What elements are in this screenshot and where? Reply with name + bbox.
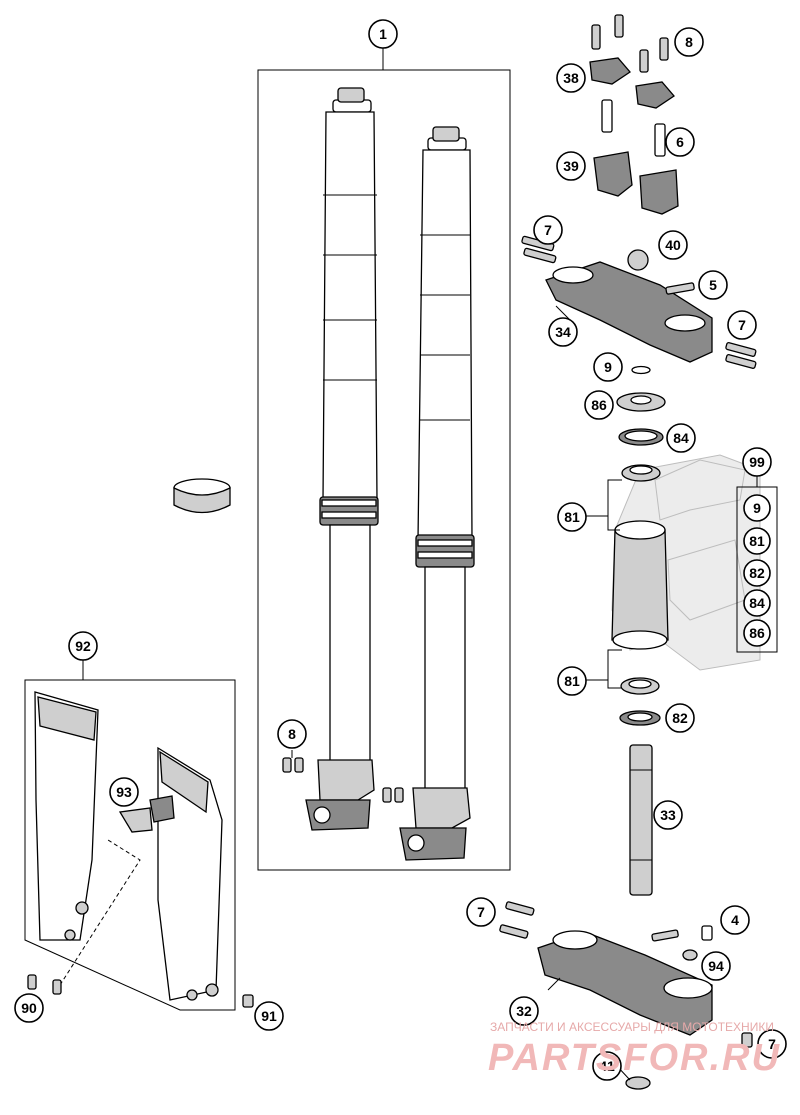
callout-99: 99 bbox=[742, 447, 772, 477]
callout-9: 9 bbox=[593, 352, 623, 382]
svg-text:8: 8 bbox=[685, 34, 693, 50]
callout-7-upper-left: 7 bbox=[533, 215, 563, 245]
svg-text:81: 81 bbox=[564, 673, 580, 689]
svg-text:82: 82 bbox=[749, 565, 765, 581]
handlebar-clamp-bolts bbox=[591, 14, 669, 157]
fork-guard-left bbox=[34, 691, 99, 941]
callout-7-upper-right: 7 bbox=[727, 310, 757, 340]
callout-8-fork: 8 bbox=[277, 719, 307, 749]
svg-text:92: 92 bbox=[75, 638, 91, 654]
callout-6: 6 bbox=[665, 127, 695, 157]
fork-guard-box bbox=[24, 660, 236, 1011]
svg-text:39: 39 bbox=[563, 158, 579, 174]
bearing-leader-lines bbox=[586, 479, 622, 689]
svg-text:99: 99 bbox=[749, 454, 765, 470]
svg-text:82: 82 bbox=[672, 710, 688, 726]
axle-clamp-bolts bbox=[282, 750, 404, 803]
svg-text:90: 90 bbox=[21, 1000, 37, 1016]
svg-text:7: 7 bbox=[477, 904, 485, 920]
guard-leader-lines bbox=[59, 839, 141, 986]
svg-text:33: 33 bbox=[660, 807, 676, 823]
callout-1: 1 bbox=[368, 19, 398, 49]
callout-41: 41 bbox=[592, 1051, 622, 1081]
svg-text:7: 7 bbox=[738, 317, 746, 333]
upper-triple-clamp bbox=[521, 235, 757, 369]
kit-item-82: 82 bbox=[743, 559, 771, 587]
callout-5: 5 bbox=[698, 270, 728, 300]
kit-item-84: 84 bbox=[743, 589, 771, 617]
callout-93: 93 bbox=[109, 777, 139, 807]
svg-text:34: 34 bbox=[555, 324, 571, 340]
svg-text:94: 94 bbox=[708, 958, 724, 974]
svg-text:32: 32 bbox=[516, 1003, 532, 1019]
kit-item-86: 86 bbox=[743, 619, 771, 647]
svg-text:1: 1 bbox=[379, 26, 387, 42]
callout-32: 32 bbox=[509, 996, 539, 1026]
svg-text:7: 7 bbox=[544, 222, 552, 238]
callout-81-lower: 81 bbox=[557, 666, 587, 696]
svg-text:40: 40 bbox=[665, 237, 681, 253]
callout-94: 94 bbox=[701, 951, 731, 981]
svg-text:38: 38 bbox=[563, 70, 579, 86]
lower-triple-clamp bbox=[499, 901, 753, 1090]
handlebar-clamp-lower bbox=[593, 151, 679, 215]
callout-81-upper: 81 bbox=[557, 502, 587, 532]
right-fork-leg bbox=[399, 126, 475, 861]
svg-text:81: 81 bbox=[749, 533, 765, 549]
fork-guide-ring bbox=[173, 478, 231, 514]
fork-leader-lines bbox=[257, 48, 511, 871]
svg-text:84: 84 bbox=[749, 595, 765, 611]
callout-7-lower-left: 7 bbox=[466, 897, 496, 927]
callout-90: 90 bbox=[14, 993, 44, 1023]
svg-text:41: 41 bbox=[599, 1058, 615, 1074]
watermark-tagline: ЗАПЧАСТИ И АКСЕССУАРЫ ДЛЯ МОТОТЕХНИКИ bbox=[490, 1020, 774, 1034]
svg-text:84: 84 bbox=[673, 430, 689, 446]
svg-text:93: 93 bbox=[116, 784, 132, 800]
svg-text:9: 9 bbox=[604, 359, 612, 375]
kit-item-9: 9 bbox=[743, 494, 771, 522]
callout-4: 4 bbox=[720, 905, 750, 935]
kit-item-81: 81 bbox=[743, 527, 771, 555]
callout-8-top: 8 bbox=[674, 27, 704, 57]
svg-text:4: 4 bbox=[731, 912, 739, 928]
svg-text:5: 5 bbox=[709, 277, 717, 293]
svg-text:6: 6 bbox=[676, 134, 684, 150]
watermark-logo-text: PARTSFOR.RU bbox=[488, 1037, 781, 1079]
callout-86: 86 bbox=[584, 390, 614, 420]
guard-bracket bbox=[118, 795, 175, 833]
callout-92: 92 bbox=[68, 631, 98, 661]
guard-bolts bbox=[27, 974, 254, 1008]
callout-40: 40 bbox=[658, 230, 688, 260]
svg-text:86: 86 bbox=[591, 397, 607, 413]
callout-7-lower-right: 7 bbox=[757, 1029, 787, 1059]
callout-84: 84 bbox=[666, 423, 696, 453]
svg-text:91: 91 bbox=[261, 1008, 277, 1024]
callout-38: 38 bbox=[556, 63, 586, 93]
lower-bearing-stack bbox=[619, 677, 661, 726]
handlebar-clamp-upper bbox=[589, 57, 675, 109]
svg-text:7: 7 bbox=[768, 1036, 776, 1052]
callout-39: 39 bbox=[556, 151, 586, 181]
svg-text:86: 86 bbox=[749, 625, 765, 641]
callout-33: 33 bbox=[653, 800, 683, 830]
svg-text:81: 81 bbox=[564, 509, 580, 525]
watermark: ЗАПЧАСТИ И АКСЕССУАРЫ ДЛЯ МОТОТЕХНИКИ PA… bbox=[488, 1020, 781, 1079]
head-tube bbox=[611, 520, 669, 650]
svg-text:8: 8 bbox=[288, 726, 296, 742]
callout-34: 34 bbox=[548, 317, 578, 347]
left-fork-leg bbox=[305, 87, 379, 831]
callout-91: 91 bbox=[254, 1001, 284, 1031]
fork-guard-right bbox=[157, 746, 223, 1001]
steering-bearing-stack bbox=[616, 365, 666, 482]
svg-text:9: 9 bbox=[753, 500, 761, 516]
callout-82: 82 bbox=[665, 703, 695, 733]
steering-stem bbox=[629, 744, 653, 896]
